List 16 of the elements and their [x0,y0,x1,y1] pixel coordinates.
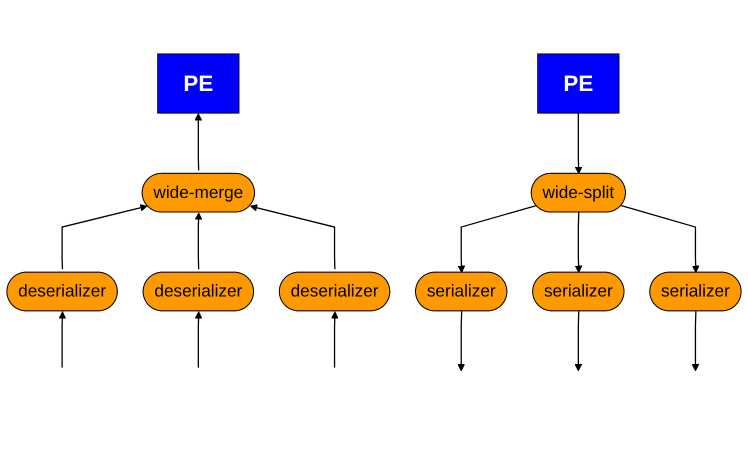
arrow [61,204,148,269]
arrow [194,112,202,170]
arrow [574,310,582,372]
node-box: PE [157,53,240,114]
arrow [457,310,465,372]
arrow [58,310,66,368]
arrow [692,310,700,372]
arrow [331,310,339,368]
arrow [250,204,336,269]
arrow [574,212,582,273]
node-box: PE [537,53,620,114]
arrow [194,310,202,368]
arrow [621,204,700,273]
arrow [458,204,536,273]
arrow [194,212,202,269]
arrow [574,112,582,174]
